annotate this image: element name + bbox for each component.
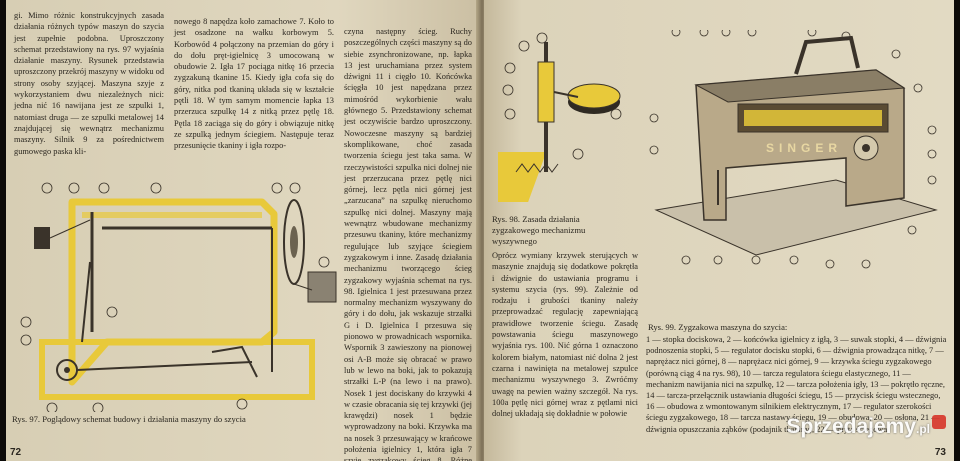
figure-97-schematic xyxy=(20,182,337,412)
figure-99-legend: 1 — stopka dociskowa, 2 — końcówka igiel… xyxy=(646,335,947,434)
sprzedajemy-watermark: Sprzedajemy.pl xyxy=(786,415,946,439)
page-number-right: 73 xyxy=(934,447,946,458)
left-text-col3: czyna następny ścieg. Ruchy poszczególny… xyxy=(344,27,472,461)
figure-99-singer-machine: SINGER xyxy=(649,30,938,269)
figure-98-zigzag-mechanism xyxy=(498,32,622,202)
singer-brand-label: SINGER xyxy=(766,141,842,155)
right-page: Rys. 98. Zasada działania zygzakowego me… xyxy=(484,0,954,461)
figure-97-caption: Rys. 97. Poglądowy schemat budowy i dzia… xyxy=(12,414,246,424)
watermark-text: Sprzedajemy xyxy=(786,415,916,438)
left-page: gi. Mimo różnic konstrukcyjnych zasada d… xyxy=(6,0,480,461)
left-text-col1: gi. Mimo różnic konstrukcyjnych zasada d… xyxy=(14,11,165,156)
page-number-left: 72 xyxy=(10,447,22,458)
figure-98-caption: Rys. 98. Zasada działania zygzakowego me… xyxy=(492,214,586,246)
watermark-logo-icon xyxy=(932,415,946,429)
watermark-suffix: .pl xyxy=(916,422,930,436)
open-book: gi. Mimo różnic konstrukcyjnych zasada d… xyxy=(6,0,954,461)
figure-99-caption: Rys. 99. Zygzakowa maszyna do szycia: xyxy=(648,322,788,332)
left-text-col2: nowego 8 napędza koło zamachowe 7. Koło … xyxy=(174,17,334,151)
right-text: Oprócz wymiany krzywek sterujących w mas… xyxy=(492,251,638,419)
